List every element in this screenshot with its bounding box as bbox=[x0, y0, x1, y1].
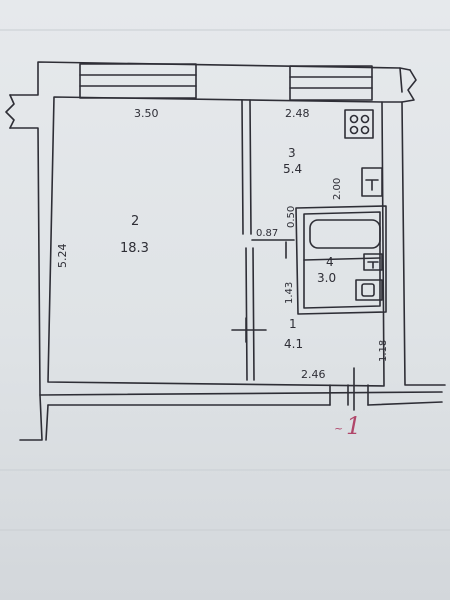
partition-wall bbox=[241, 99, 255, 381]
dim-kitchen-side: 2.00 bbox=[332, 178, 343, 200]
stove-icon bbox=[344, 109, 374, 139]
inner-wall bbox=[47, 96, 385, 387]
hall-tick bbox=[231, 317, 267, 343]
dim-top-right: 2.48 bbox=[285, 107, 310, 120]
dim-bath-side: 1.43 bbox=[284, 282, 295, 304]
entrance-annotation: ~ 1 bbox=[334, 412, 361, 440]
room-1-area: 4.1 bbox=[284, 337, 303, 351]
entrance-door bbox=[329, 367, 369, 411]
wash-basin-icon bbox=[363, 253, 383, 271]
paper-ruling bbox=[0, 29, 450, 531]
bath-door bbox=[251, 239, 295, 259]
window-left bbox=[79, 63, 197, 99]
window-right bbox=[289, 65, 373, 101]
dim-hall-side: 1.18 bbox=[378, 340, 389, 362]
dim-bottom: 2.46 bbox=[301, 368, 326, 381]
entrance-prefix: ~ bbox=[334, 422, 343, 435]
dimension-labels: 3.50 2.48 5.24 2.00 0.50 0.87 1.43 1.18 … bbox=[56, 107, 389, 381]
room-labels: 2 18.3 3 5.4 4 3.0 1 4.1 bbox=[120, 146, 336, 351]
left-break-line bbox=[5, 94, 15, 129]
room-3-number: 3 bbox=[288, 146, 296, 160]
bathroom-block bbox=[295, 205, 387, 315]
dim-left-height: 5.24 bbox=[56, 244, 69, 269]
bathtub-icon bbox=[309, 219, 381, 249]
bottom-wall bbox=[47, 401, 443, 406]
room-4-number: 4 bbox=[326, 255, 334, 269]
room-2-area: 18.3 bbox=[120, 241, 149, 256]
right-wall bbox=[381, 67, 446, 386]
kitchen-sink-icon bbox=[361, 167, 383, 197]
left-wall-stub bbox=[19, 394, 49, 441]
room-3-area: 5.4 bbox=[283, 162, 302, 176]
room-1-number: 1 bbox=[289, 317, 297, 331]
toilet-icon bbox=[355, 279, 383, 301]
right-break-line bbox=[401, 69, 417, 103]
dim-door-width: 0.87 bbox=[256, 228, 278, 239]
dim-top-left: 3.50 bbox=[134, 107, 159, 120]
entrance-number: 1 bbox=[346, 412, 361, 440]
room-4-area: 3.0 bbox=[317, 271, 336, 285]
dim-bath-top: 0.50 bbox=[286, 206, 297, 228]
room-2-number: 2 bbox=[131, 214, 139, 229]
